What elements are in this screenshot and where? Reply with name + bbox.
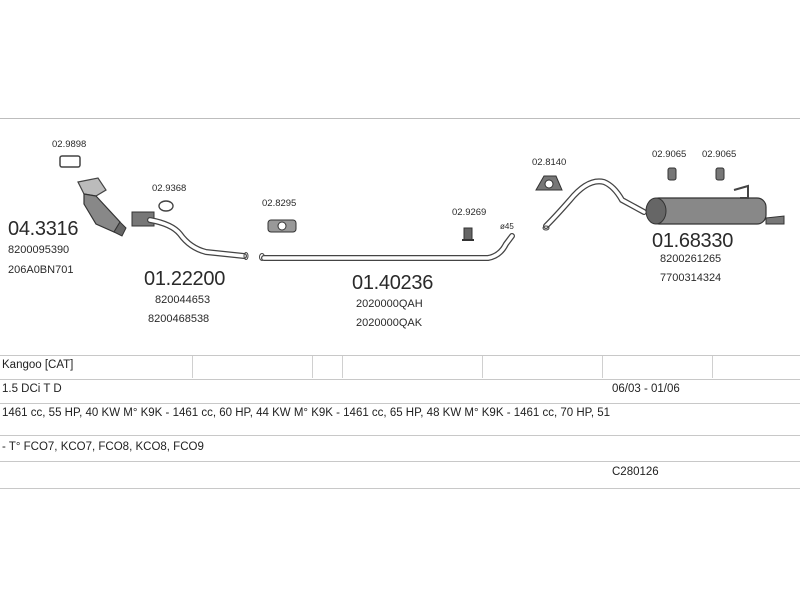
column-divider: [192, 356, 193, 378]
table-row-code: C280126: [0, 461, 800, 489]
gasket-icon: [59, 155, 81, 168]
part-02-9898-label: 02.9898: [52, 139, 87, 150]
code-text: C280126: [612, 466, 659, 478]
part-01-22200-ref2: 8200468538: [148, 313, 210, 325]
part-02-9065-b-label: 02.9065: [702, 149, 737, 160]
dates-text: 06/03 - 01/06: [612, 383, 680, 395]
part-02-9368-label: 02.9368: [152, 183, 187, 194]
part-01-68330-ref1: 8200261265: [660, 253, 722, 265]
column-divider: [312, 356, 313, 378]
part-04-3316-ref2: 206A0BN701: [8, 264, 74, 276]
rear-silencer-icon: [542, 178, 785, 231]
types-text: - T° FCO7, KCO7, FCO8, KCO8, FCO9: [2, 441, 204, 453]
table-row-engine: 1.5 DCi T D 06/03 - 01/06: [0, 379, 800, 404]
table-row-model: Kangoo [CAT]: [0, 355, 800, 380]
specs-text: 1461 cc, 55 HP, 40 KW M° K9K - 1461 cc, …: [2, 407, 611, 419]
intermediate-pipe-icon: [259, 233, 515, 261]
rubber-mount-icon: [535, 175, 563, 191]
exhaust-diagram: [59, 155, 785, 261]
part-02-8140-label: 02.8140: [532, 157, 567, 168]
ring-gasket-icon: [158, 200, 174, 212]
diameter-label: ø45: [500, 222, 514, 231]
part-01-40236-ref1: 2020000QAH: [356, 298, 423, 310]
catalytic-converter-icon: [77, 177, 127, 237]
part-01-22200-label: 01.22200: [144, 268, 226, 290]
part-01-68330-ref2: 7700314324: [660, 272, 722, 284]
part-02-8295-label: 02.8295: [262, 198, 297, 209]
hanger-icon: [462, 227, 474, 241]
column-divider: [712, 356, 713, 378]
part-01-68330-label: 01.68330: [652, 230, 734, 252]
hanger-pair-icon: [667, 167, 725, 181]
column-divider: [482, 356, 483, 378]
table-row-specs: 1461 cc, 55 HP, 40 KW M° K9K - 1461 cc, …: [0, 403, 800, 436]
model-text: Kangoo [CAT]: [2, 359, 74, 371]
column-divider: [342, 356, 343, 378]
part-04-3316-label: 04.3316: [8, 218, 79, 240]
table-row-types: - T° FCO7, KCO7, FCO8, KCO8, FCO9: [0, 435, 800, 462]
part-02-9269-label: 02.9269: [452, 207, 487, 218]
part-01-40236-label: 01.40236: [352, 272, 434, 294]
column-divider: [602, 356, 603, 378]
part-01-40236-ref2: 2020000QAK: [356, 317, 423, 329]
part-04-3316-ref1: 8200095390: [8, 244, 70, 256]
part-01-22200-ref1: 820044653: [155, 294, 211, 306]
front-pipe-icon: [131, 211, 249, 260]
part-02-9065-a-label: 02.9065: [652, 149, 687, 160]
engine-text: 1.5 DCi T D: [2, 383, 62, 395]
clamp-icon: [267, 219, 297, 233]
top-border: [0, 118, 800, 119]
